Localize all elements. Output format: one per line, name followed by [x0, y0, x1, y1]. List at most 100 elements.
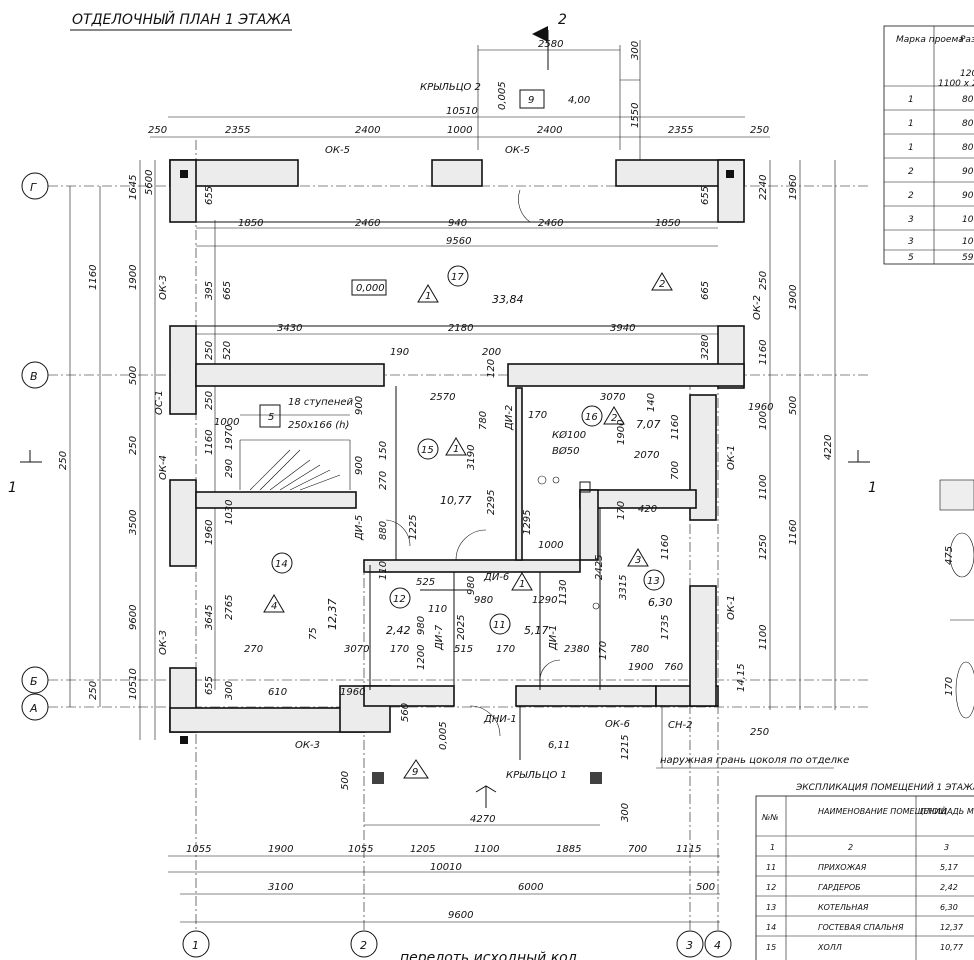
dimension-label: 940 [448, 218, 467, 229]
dimension-label: ОК-3 [158, 275, 169, 300]
dimension-label: 250 [58, 451, 69, 470]
dimension-label: 1215 [620, 735, 631, 760]
dimension-label: ДНИ-1 [483, 714, 517, 725]
dimension-label: 1550 [630, 103, 641, 128]
dimension-label: 150 [378, 441, 389, 460]
dimension-label: 10,77 [940, 943, 964, 952]
dimension-label: ОК-6 [605, 719, 630, 730]
dimension-label: 1 [868, 480, 877, 496]
dimension-label: 6,30 [648, 596, 673, 609]
dimension-label: 120 [960, 69, 974, 79]
dimension-label: 270 [244, 644, 263, 655]
dimension-label: 300 [224, 681, 235, 700]
stairs-size: 250х166 (h) [288, 420, 349, 431]
section-arrow-icon [532, 26, 548, 42]
dimension-label: 3070 [600, 392, 625, 403]
dimension-label: 140 [646, 393, 657, 412]
dimension-label: 1 [519, 579, 525, 590]
dimension-label: 610 [268, 687, 287, 698]
dimension-label: 780 [630, 644, 649, 655]
dimension-label: 170 [390, 644, 409, 655]
section-mark: 2 [558, 12, 567, 28]
dimension-label: №№ [761, 813, 779, 822]
dimension-label: 5 [908, 253, 914, 263]
dimension-label: ОС-1 [154, 390, 165, 415]
dimension-label: ДИ-7 [434, 624, 445, 651]
dimension-label: 1290 [532, 595, 557, 606]
dimension-label: 1160 [670, 415, 681, 440]
dimension-label: 10510 [128, 668, 139, 700]
dimension-label: 12 [393, 594, 406, 605]
dimension-label: 2460 [538, 218, 563, 229]
dimension-label: 3 [908, 215, 914, 225]
dimension-label: 0,005 [497, 81, 508, 110]
dimension-label: 1960 [340, 687, 365, 698]
dimension-label: Раз в к [960, 35, 974, 45]
dimension-label: 2 [659, 279, 665, 290]
dimension-label: 2025 [456, 615, 467, 640]
stairs-steps: 18 ступеней [288, 397, 354, 408]
dimension-label: 1295 [522, 510, 533, 535]
dimension-label: 1 [425, 291, 431, 302]
dimension-label: Марка проема [896, 35, 964, 45]
plinth-note: наружная грань цоколя по отделке [660, 755, 849, 766]
dimension-label: 2 [848, 843, 853, 852]
dimension-label: 1160 [88, 265, 99, 290]
dimension-label: А [29, 702, 38, 715]
dimension-label: 2180 [448, 323, 473, 334]
dimension-label: 14 [275, 559, 288, 570]
explication-table [755, 795, 974, 960]
dimension-label: 110 [378, 561, 389, 580]
dimension-label: ДИ-6 [483, 572, 509, 583]
dimension-label: ВØ50 [552, 445, 579, 457]
dimension-label: 4 [271, 601, 277, 612]
dimension-label: 1115 [676, 844, 701, 855]
dimension-label: 90 [962, 167, 974, 177]
dimension-label: 1000 [447, 125, 472, 136]
dimension-label: 100 [758, 411, 769, 430]
dimension-label: 700 [670, 461, 681, 480]
dimension-label: 3190 [466, 445, 477, 470]
dimension-label: 1 [192, 939, 199, 952]
dimension-label: 4 [714, 939, 721, 952]
dimension-label: 200 [482, 347, 501, 358]
dimension-label: 655 [204, 676, 215, 695]
dimension-label: 980 [474, 595, 493, 606]
dimension-label: 3315 [618, 575, 629, 600]
room-17-area: 33,84 [492, 293, 524, 306]
dimension-label: 100 [962, 215, 974, 225]
dimension-label: 1 [908, 143, 914, 153]
dimension-label: 10,77 [440, 494, 472, 507]
dimension-label: 6000 [518, 882, 543, 893]
dimension-label: 80 [962, 143, 974, 153]
axis-1-marker [182, 930, 210, 958]
dimension-label: ГАРДЕРОБ [818, 883, 861, 892]
dimension-label: 170 [944, 677, 955, 696]
dimension-label: 11 [493, 620, 506, 631]
dimension-label: ДИ-1 [548, 625, 559, 651]
overlay-caption: перелоть исходный кол [400, 950, 577, 960]
axis-4-marker [704, 930, 732, 958]
dimension-label: 420 [638, 504, 657, 515]
exterior-walls [169, 159, 745, 733]
dimension-label: ОК-5 [505, 145, 530, 156]
dimension-label: 250 [88, 681, 99, 700]
dimension-label: 3430 [277, 323, 302, 334]
dimension-label: ГОСТЕВАЯ СПАЛЬНЯ [818, 923, 904, 932]
dimension-label: 1250 [758, 535, 769, 560]
dimension-label: 2765 [224, 595, 235, 620]
dimension-label: 1000 [214, 417, 239, 428]
dimension-label: 3500 [128, 510, 139, 535]
dimension-label: 395 [204, 281, 215, 300]
dimension-label: ОК-5 [325, 145, 350, 156]
dimension-label: 270 [378, 471, 389, 490]
dimension-label: 5600 [144, 170, 155, 195]
dimension-label: 2,42 [940, 883, 958, 892]
dimension-label: 12,37 [940, 923, 964, 932]
dimension-label: 1160 [204, 430, 215, 455]
dimension-label: 1030 [224, 500, 235, 525]
dimension-label: 1160 [788, 520, 799, 545]
dimension-label: 780 [478, 411, 489, 430]
dimension-label: 1900 [128, 265, 139, 290]
dimension-label: 110 [428, 604, 447, 615]
